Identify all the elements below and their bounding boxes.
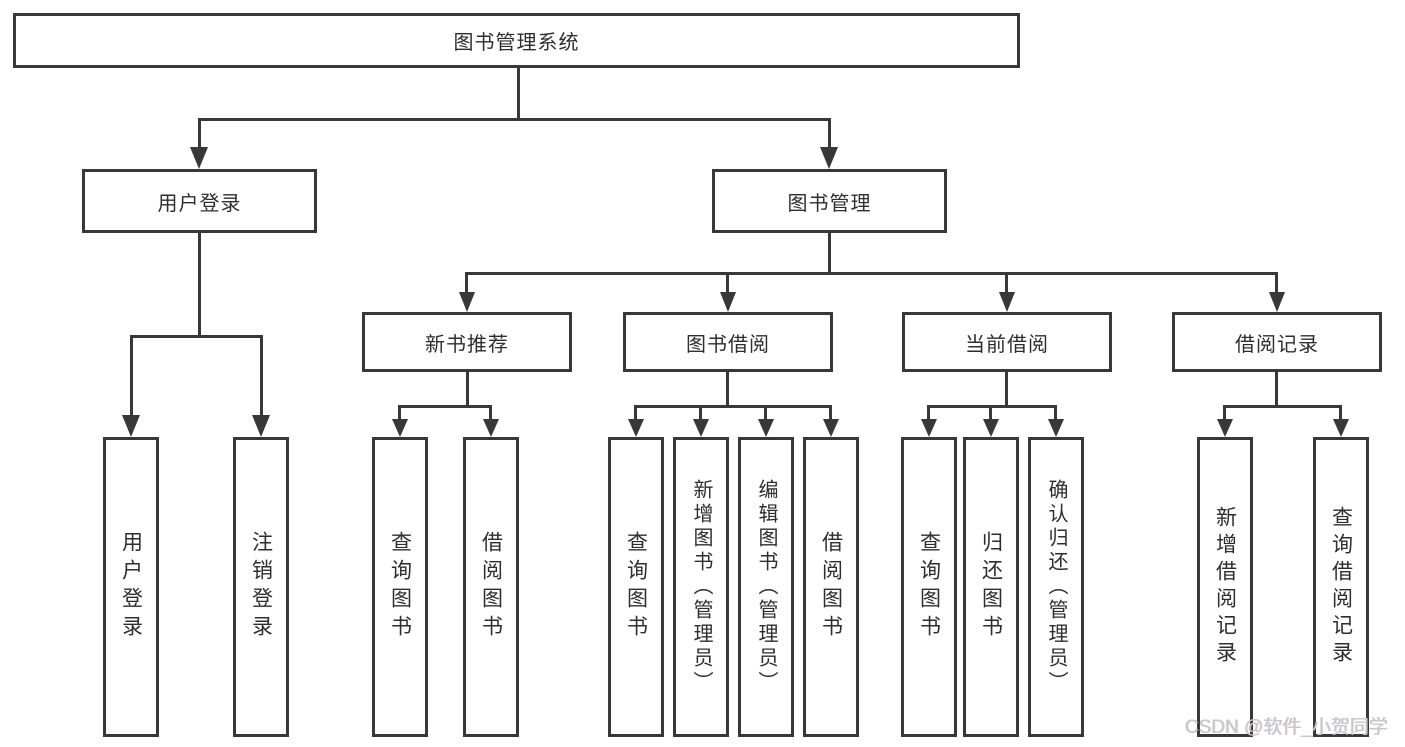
connector-book-mgmt-stem <box>828 233 831 272</box>
arrow-down-icon <box>190 147 208 169</box>
connector-arrow-shaft <box>764 405 767 419</box>
node-new-book-rec: 新书推荐 <box>362 312 572 372</box>
leaf-query-book-1: 查询图书 <box>372 437 428 737</box>
arrow-down-icon <box>483 419 499 437</box>
leaf-add-book: 新增图书（管理员） <box>673 437 729 737</box>
node-user-login: 用户登录 <box>82 169 317 233</box>
connector-arrow-shaft <box>927 405 930 419</box>
node-current-borrow: 当前借阅 <box>902 312 1112 372</box>
connector-arrow-shaft <box>489 405 492 419</box>
connector-arrow-shaft <box>699 405 702 419</box>
leaf-borrow-book-1: 借阅图书 <box>463 437 519 737</box>
arrow-down-icon <box>1269 292 1285 312</box>
leaf-user-login: 用户登录 <box>103 437 159 737</box>
connector-borrow-records-rail <box>1224 405 1342 408</box>
connector-level2-rail <box>198 118 830 121</box>
connector-level3-rail <box>466 272 1277 275</box>
connector-current-borrow-rail <box>928 405 1057 408</box>
leaf-logout: 注销登录 <box>233 437 289 737</box>
connector-arrow-shaft <box>829 405 832 419</box>
arrow-down-icon <box>823 419 839 437</box>
leaf-add-borrow-record: 新增借阅记录 <box>1197 437 1253 737</box>
leaf-return-book: 归还图书 <box>963 437 1019 737</box>
node-book-borrow: 图书借阅 <box>623 312 833 372</box>
connector-arrow-shaft <box>634 405 637 419</box>
connector-arrow-shaft <box>1005 272 1008 292</box>
leaf-query-borrow-record: 查询借阅记录 <box>1313 437 1369 737</box>
connector-arrow-shaft <box>198 118 201 149</box>
connector-arrow-shaft <box>1223 405 1226 419</box>
connector-user-login-rail <box>130 335 262 338</box>
arrow-down-icon <box>1217 419 1233 437</box>
node-book-mgmt: 图书管理 <box>712 169 947 233</box>
leaf-confirm-return: 确认归还（管理员） <box>1028 437 1084 737</box>
connector-new-book-rec-stem <box>466 372 469 405</box>
node-root: 图书管理系统 <box>13 13 1020 68</box>
connector-arrow-shaft <box>1275 272 1278 292</box>
connector-arrow-shaft <box>989 405 992 419</box>
arrow-down-icon <box>820 147 838 169</box>
leaf-query-book-2: 查询图书 <box>608 437 664 737</box>
leaf-query-book-3: 查询图书 <box>901 437 957 737</box>
arrow-down-icon <box>983 419 999 437</box>
csdn-watermark: CSDN @软件_小贺同学 <box>1185 717 1388 738</box>
connector-new-book-rec-rail <box>399 405 492 408</box>
arrow-down-icon <box>1048 419 1064 437</box>
arrow-down-icon <box>122 415 140 437</box>
connector-current-borrow-stem <box>1005 372 1008 405</box>
leaf-borrow-book-2: 借阅图书 <box>803 437 859 737</box>
arrow-down-icon <box>252 415 270 437</box>
connector-arrow-shaft <box>828 118 831 149</box>
node-borrow-records: 借阅记录 <box>1172 312 1382 372</box>
connector-arrow-shaft <box>260 335 263 415</box>
arrow-down-icon <box>693 419 709 437</box>
leaf-edit-book: 编辑图书（管理员） <box>738 437 794 737</box>
connector-arrow-shaft <box>130 335 133 415</box>
connector-arrow-shaft <box>726 272 729 292</box>
arrow-down-icon <box>999 292 1015 312</box>
arrow-down-icon <box>921 419 937 437</box>
arrow-down-icon <box>628 419 644 437</box>
arrow-down-icon <box>392 419 408 437</box>
connector-arrow-shaft <box>465 272 468 292</box>
arrow-down-icon <box>758 419 774 437</box>
connector-borrow-records-stem <box>1275 372 1278 405</box>
connector-arrow-shaft <box>1054 405 1057 419</box>
arrow-down-icon <box>720 292 736 312</box>
connector-arrow-shaft <box>1339 405 1342 419</box>
connector-root-stem <box>517 68 520 118</box>
connector-arrow-shaft <box>398 405 401 419</box>
arrow-down-icon <box>459 292 475 312</box>
connector-user-login-stem <box>198 233 201 335</box>
connector-book-borrow-rail <box>635 405 832 408</box>
connector-book-borrow-stem <box>726 372 729 405</box>
arrow-down-icon <box>1333 419 1349 437</box>
